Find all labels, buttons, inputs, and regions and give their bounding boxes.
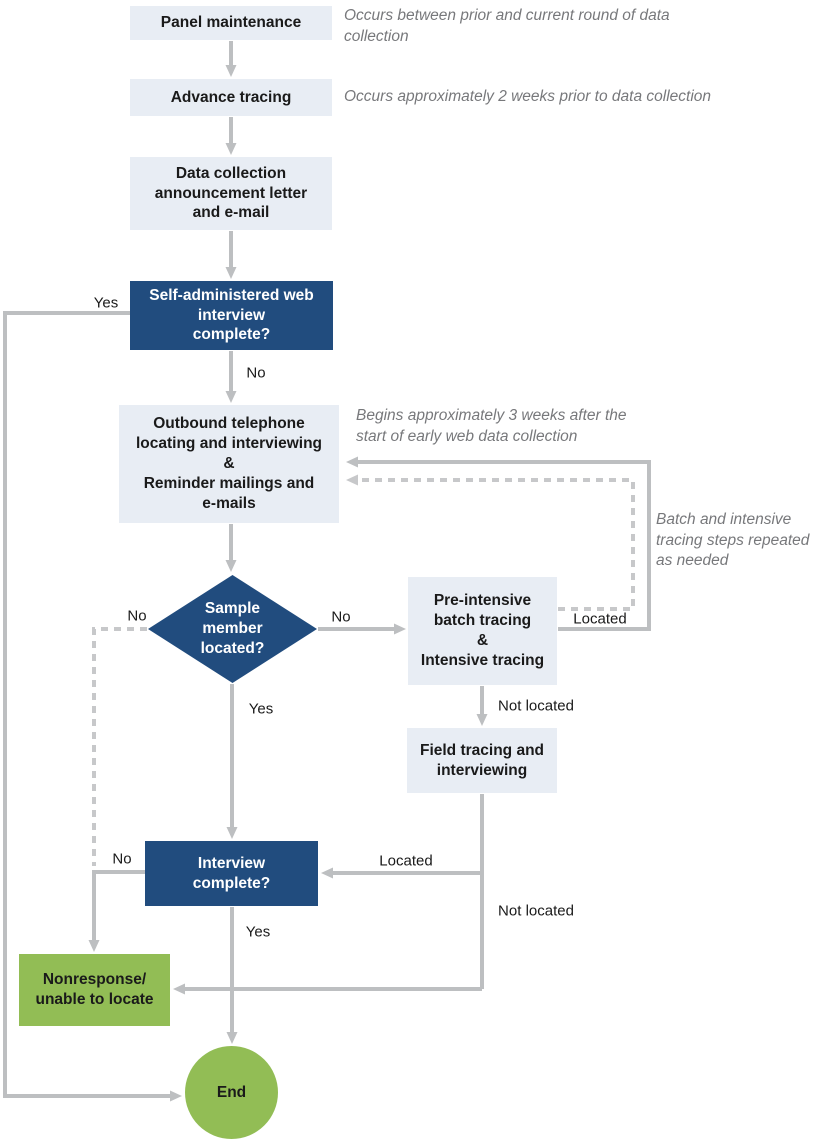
- edge-label-yes-web: Yes: [93, 294, 119, 312]
- node-end: End: [185, 1046, 278, 1139]
- edge-label-located-loop: Located: [573, 610, 627, 628]
- edge-label-not-located-batch: Not located: [498, 697, 574, 715]
- node-batch-intensive-tracing: Pre-intensive batch tracing & Intensive …: [408, 577, 557, 685]
- edge-label-no-interview: No: [112, 850, 132, 868]
- node-interview-complete: Interview complete?: [145, 841, 318, 906]
- edge-batch-repeat-dashed-loop: [346, 474, 635, 611]
- edge-web-yes-to-end: [3, 311, 182, 1102]
- edge-diamond-no-dashed-drop: [92, 627, 147, 866]
- annotation-outbound: Begins approximately 3 weeks after the s…: [356, 407, 627, 445]
- edge-interview-no-to-nonresponse: [88, 870, 145, 952]
- node-nonresponse: Nonresponse/ unable to locate: [19, 954, 170, 1026]
- edge-label-located-field: Located: [379, 852, 433, 870]
- edge-label-no-diamond-right: No: [331, 608, 351, 626]
- annotation-tracing-repeat: Batch and intensive tracing steps repeat…: [656, 511, 810, 570]
- edge-label-no-diamond-left: No: [127, 607, 147, 625]
- edge-label-yes-interview: Yes: [245, 923, 271, 941]
- node-web-interview-complete: Self-administered web interview complete…: [130, 281, 333, 350]
- annotation-advance-tracing: Occurs approximately 2 weeks prior to da…: [344, 88, 711, 105]
- node-outbound-telephone: Outbound telephone locating and intervie…: [119, 405, 339, 523]
- node-field-tracing: Field tracing and interviewing: [407, 728, 557, 793]
- edge-batch-located-to-outbound: [346, 456, 651, 631]
- node-panel-maintenance: Panel maintenance: [130, 6, 332, 40]
- annotation-panel-maintenance: Occurs between prior and current round o…: [344, 7, 670, 45]
- node-advance-tracing: Advance tracing: [130, 79, 332, 116]
- node-announcement-letter: Data collection announcement letter and …: [130, 157, 332, 230]
- edge-label-no-web: No: [246, 364, 266, 382]
- edge-label-not-located-field: Not located: [498, 902, 574, 920]
- edge-label-yes-diamond: Yes: [248, 700, 274, 718]
